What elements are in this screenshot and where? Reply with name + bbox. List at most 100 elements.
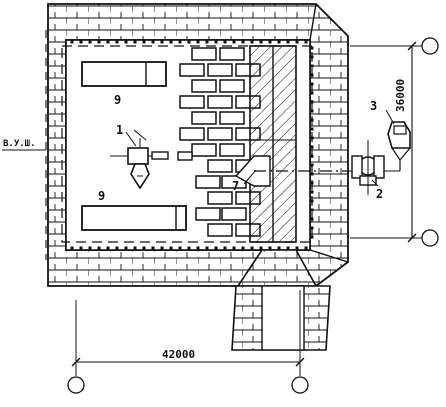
boundary-tick (178, 246, 182, 250)
boundary-tick (169, 246, 173, 250)
conveyor (234, 155, 348, 187)
boundary-tick (304, 246, 308, 250)
label-1: 1 (116, 123, 123, 137)
boundary-tick (97, 246, 101, 250)
grid-bubble-bottom-right-side (421, 229, 439, 247)
leader-3 (385, 109, 395, 125)
hatched-wall (249, 45, 297, 243)
boundary-tick (124, 40, 128, 44)
boundary-tick (310, 145, 314, 149)
boundary-tick (88, 246, 92, 250)
brick-pallet (191, 111, 217, 125)
boundary-tick (169, 40, 173, 44)
tower-crane-1 (110, 129, 193, 190)
boundary-tick (124, 246, 128, 250)
entrance-ramp (231, 249, 331, 351)
boundary-tick (178, 40, 182, 44)
brick-pallet (221, 207, 247, 221)
boundary-tick (250, 246, 254, 250)
leader-1 (125, 131, 137, 147)
boundary-tick (196, 246, 200, 250)
boundary-tick (259, 246, 263, 250)
boundary-tick (70, 246, 74, 250)
boundary-tick (88, 40, 92, 44)
boundary-tick (205, 246, 209, 250)
boundary-tick (310, 64, 314, 68)
boundary-tick (151, 246, 155, 250)
boundary-tick (286, 40, 290, 44)
boundary-tick (106, 246, 110, 250)
boundary-tick (268, 246, 272, 250)
boundary-tick (232, 40, 236, 44)
brick-pallet (191, 143, 217, 157)
boundary-tick (214, 40, 218, 44)
brick-pallet (207, 63, 233, 77)
brick-pallet (191, 79, 217, 93)
boundary-tick (214, 246, 218, 250)
brick-pallet (195, 207, 221, 221)
brick-pallet (207, 223, 233, 237)
grid-bubble-bottom-left (67, 376, 85, 394)
boundary-tick (304, 40, 308, 44)
label-7: 7 (232, 179, 239, 193)
brick-pallet (179, 127, 205, 141)
brick-pallet (207, 191, 233, 205)
boundary-tick (106, 40, 110, 44)
boundary-tick (133, 246, 137, 250)
brick-pallet (207, 127, 233, 141)
boundary-tick (310, 127, 314, 131)
storage-area-bottom (81, 205, 187, 231)
boundary-tick (187, 246, 191, 250)
boundary-tick (310, 46, 314, 50)
boundary-tick (268, 40, 272, 44)
dashed-zone (61, 45, 313, 243)
boundary-tick (151, 40, 155, 44)
boundary-tick (277, 40, 281, 44)
boundary-tick (223, 246, 227, 250)
boundary-tick (310, 109, 314, 113)
grid-bubble-bottom-right (291, 376, 309, 394)
dimension-height (350, 37, 439, 247)
boundary-tick (142, 246, 146, 250)
brick-pallet (207, 95, 233, 109)
tower-crane-2 (348, 140, 400, 195)
label-2: 2 (376, 187, 383, 201)
boundary-tick (160, 246, 164, 250)
boundary-tick (133, 40, 137, 44)
boundary-tick (160, 40, 164, 44)
storage-area-top (81, 61, 167, 87)
boundary-tick (232, 246, 236, 250)
boundary-tick (310, 208, 314, 212)
brick-pallet (195, 175, 221, 189)
dimension-width (67, 290, 309, 394)
boundary-tick (142, 40, 146, 44)
boundary-tick (97, 40, 101, 44)
boundary-tick (250, 40, 254, 44)
boundary-tick (241, 246, 245, 250)
vehicle-3 (387, 121, 411, 171)
grid-bubble-top-right (421, 37, 439, 55)
label-dim-height: 36000 (394, 79, 407, 112)
boundary-tick (70, 40, 74, 44)
label-9-bottom: 9 (98, 189, 105, 203)
boundary-tick (277, 246, 281, 250)
boundary-tick (241, 40, 245, 44)
boundary-tick (310, 190, 314, 194)
boundary-tick (205, 40, 209, 44)
boundary-tick (295, 246, 299, 250)
boundary-tick (115, 246, 119, 250)
brick-pallet (219, 79, 245, 93)
boundary-tick (286, 246, 290, 250)
label-9-top: 9 (114, 93, 121, 107)
boundary-tick (223, 40, 227, 44)
boundary-tick (79, 246, 83, 250)
boundary-tick (259, 40, 263, 44)
brick-pallet (179, 63, 205, 77)
label-dim-width: 42000 (162, 348, 195, 361)
brick-pallet (179, 95, 205, 109)
leader-7 (243, 169, 257, 185)
boundary-tick (187, 40, 191, 44)
label-vyu: В.У.Ш. (3, 139, 36, 149)
boundary-tick (196, 40, 200, 44)
brick-pallet (191, 47, 217, 61)
